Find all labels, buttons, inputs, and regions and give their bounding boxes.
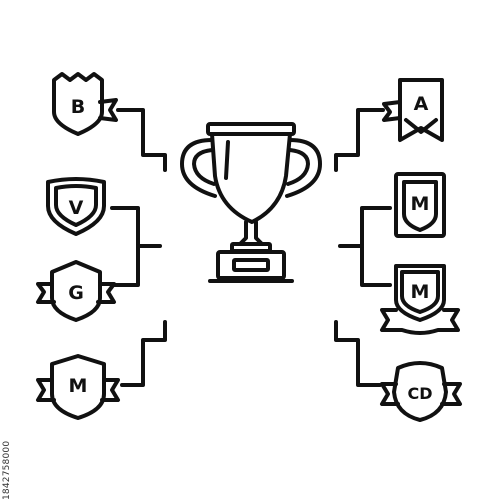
badge-right-top: A <box>382 78 444 142</box>
badge-right-upper-mid: M <box>394 172 446 238</box>
badge-letter-right-upper-mid: M <box>411 193 430 215</box>
badge-left-bottom: M <box>36 354 120 420</box>
badge-letter-right-bottom: CD <box>407 384 432 403</box>
ribbon-banner-icon <box>380 382 400 406</box>
stock-id-watermark: 1842758000 <box>2 440 12 500</box>
badge-left-lower-mid: G <box>36 260 116 322</box>
badge-left-upper-mid: V <box>46 177 106 236</box>
badge-letter-right-top: A <box>414 93 429 115</box>
badge-right-lower-mid: M <box>380 264 460 335</box>
trophy-icon <box>180 122 322 283</box>
bracket-line-left-top <box>116 108 167 172</box>
ribbon-banner-icon <box>98 98 118 122</box>
shield-badge-icon <box>50 260 102 322</box>
ribbon-banner-icon <box>36 282 56 304</box>
shield-badge-icon <box>392 361 448 422</box>
badge-letter-left-lower-mid: G <box>68 282 84 304</box>
badge-letter-left-bottom: M <box>69 375 88 397</box>
shield-badge-icon <box>46 177 106 236</box>
bracket-line-right-bottom <box>334 320 382 387</box>
bracket-lines-right <box>334 108 392 387</box>
bracket-lines-left <box>110 108 167 387</box>
badge-letter-left-top: B <box>71 96 85 118</box>
shield-badge-icon <box>394 264 446 322</box>
ribbon-banner-icon <box>398 78 444 142</box>
bracket-line-left-mid <box>110 206 140 287</box>
badge-letter-left-upper-mid: V <box>69 197 84 219</box>
bracket-line-right-mid <box>360 206 392 287</box>
bracket-line-right-top <box>334 108 385 172</box>
bracket-line-left-bottom <box>120 320 167 387</box>
shield-badge-icon <box>394 172 446 238</box>
ribbon-banner-icon <box>36 378 56 402</box>
shield-badge-icon <box>52 72 104 136</box>
badge-left-top: B <box>52 72 118 136</box>
badge-letter-right-lower-mid: M <box>411 281 430 303</box>
badge-right-bottom: CD <box>380 361 462 422</box>
ribbon-banner-icon <box>380 308 460 335</box>
